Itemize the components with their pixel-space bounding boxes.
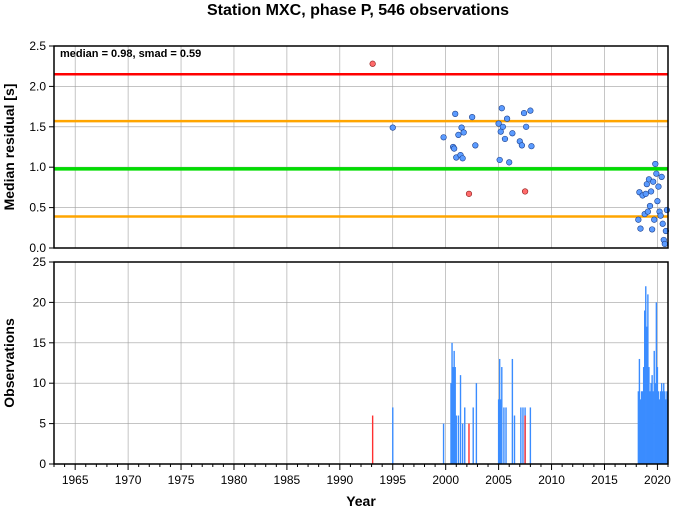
x-tick-label: 2000	[432, 473, 459, 487]
residual-panel: 0.0 0.5 1.0 1.5 2.0 2.5 median = 0.98, smad =…	[1, 39, 671, 255]
x-tick-label: 1975	[168, 473, 195, 487]
y-tick-label: 5	[39, 417, 46, 431]
residual-point	[657, 212, 664, 219]
residual-point	[506, 159, 513, 166]
residual-point	[520, 109, 528, 117]
residual-point	[518, 142, 526, 149]
residual-point	[496, 156, 503, 164]
residual-point	[637, 225, 644, 232]
residual-y-ticks: 0.0 0.5 1.0 1.5 2.0 2.5	[29, 39, 54, 255]
residual-point	[460, 129, 467, 136]
x-tick-label: 1970	[115, 473, 142, 487]
residual-point	[653, 170, 660, 177]
residual-point	[652, 160, 659, 168]
residual-point	[469, 114, 476, 121]
residual-point	[646, 202, 654, 210]
residual-point	[663, 206, 671, 214]
residual-point	[655, 183, 662, 190]
residual-point	[459, 155, 466, 162]
residual-point	[647, 188, 655, 195]
residual-point	[650, 178, 657, 185]
x-tick-label: 1990	[326, 473, 353, 487]
residual-point	[501, 135, 509, 143]
y-tick-label: 2.0	[29, 79, 46, 93]
residual-point	[498, 105, 505, 112]
year-x-ticks: 1965 1970 1975 1980 1985 1990 1995 2000 2005 2010…	[53, 464, 671, 487]
x-tick-label: 2005	[485, 473, 512, 487]
residual-point	[455, 131, 462, 138]
x-tick-label: 2010	[538, 473, 565, 487]
residual-point	[649, 226, 656, 233]
residual-plot-area	[54, 46, 668, 248]
year-x-axis-label: Year	[346, 493, 376, 509]
residual-reference-lines	[54, 73, 668, 218]
y-tick-label: 0.5	[29, 201, 46, 215]
y-tick-label: 1.0	[29, 160, 46, 174]
x-tick-label: 1965	[62, 473, 89, 487]
y-tick-label: 25	[33, 255, 47, 269]
y-tick-label: 1.5	[29, 120, 46, 134]
y-tick-label: 2.5	[29, 39, 46, 53]
residual-point	[523, 123, 530, 130]
residual-point	[452, 110, 459, 117]
residual-points	[369, 60, 671, 248]
y-tick-label: 0	[39, 457, 46, 471]
residual-point	[654, 198, 661, 205]
residual-point	[642, 190, 649, 197]
observations-y-ticks: 0 5 10 15 20 25	[33, 255, 54, 471]
outlier-point	[521, 188, 529, 195]
residual-point	[509, 130, 516, 137]
observations-bars	[371, 286, 668, 464]
x-tick-label: 1985	[274, 473, 301, 487]
outlier-point	[369, 60, 376, 67]
residual-point	[389, 124, 396, 131]
residual-frame	[53, 45, 669, 249]
observations-panel: 0 5 10 15 20 25 1965 1970 1975 1980 1985 1990 1995 2…	[1, 255, 671, 509]
residual-point	[661, 240, 668, 248]
x-tick-label: 1995	[379, 473, 406, 487]
residual-point	[499, 123, 506, 130]
residual-point	[451, 145, 458, 152]
observations-plot-area	[54, 262, 668, 464]
residual-point	[651, 216, 658, 223]
x-tick-label: 2015	[591, 473, 618, 487]
residual-point	[527, 107, 534, 114]
residual-point	[495, 120, 502, 127]
residual-point	[440, 134, 447, 141]
median-smad-annotation: median = 0.98, smad = 0.59	[60, 48, 201, 60]
y-tick-label: 15	[33, 336, 47, 350]
y-tick-label: 0.0	[29, 241, 46, 255]
residual-point	[635, 216, 642, 223]
outlier-point	[465, 190, 473, 197]
x-tick-label: 1980	[221, 473, 248, 487]
residual-point	[644, 208, 651, 215]
x-tick-label: 2020	[644, 473, 671, 487]
residual-y-axis-label: Median residual [s]	[1, 84, 17, 211]
y-tick-label: 20	[33, 295, 47, 309]
residual-point	[658, 173, 665, 180]
residual-point	[659, 220, 666, 227]
y-tick-label: 10	[33, 376, 47, 390]
residual-point	[528, 143, 535, 150]
chart-title: Station MXC, phase P, 546 observations	[207, 2, 509, 19]
observations-y-axis-label: Observations	[1, 318, 17, 408]
residual-point	[503, 115, 511, 122]
residual-point	[472, 142, 479, 149]
